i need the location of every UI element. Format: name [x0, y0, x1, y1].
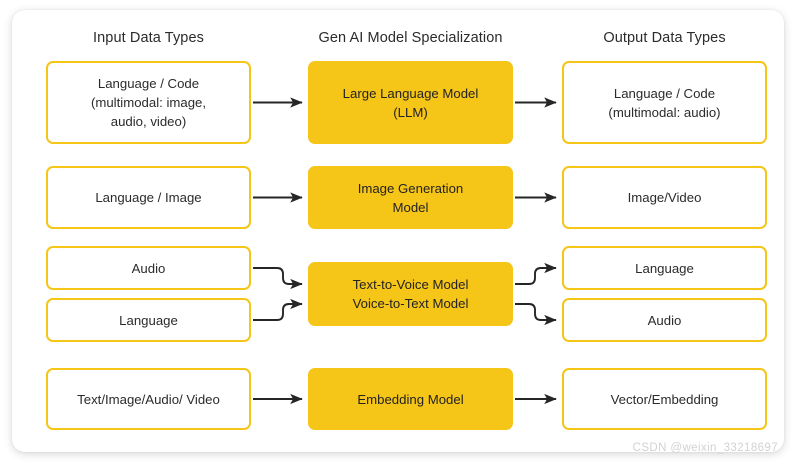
model-node-embedding: Embedding Model: [308, 368, 513, 430]
output-node-embedding: Vector/Embedding: [562, 368, 767, 430]
output-node-llm: Language / Code(multimodal: audio): [562, 61, 767, 144]
input-node-embedding: Text/Image/Audio/ Video: [46, 368, 251, 430]
output-node-image-generation: Image/Video: [562, 166, 767, 229]
input-node-voice-audio: Audio: [46, 246, 251, 290]
input-node-llm: Language / Code(multimodal: image,audio,…: [46, 61, 251, 144]
model-node-llm: Large Language Model(LLM): [308, 61, 513, 144]
column-header-input: Input Data Types: [93, 30, 204, 46]
column-header-model: Gen AI Model Specialization: [318, 30, 503, 46]
output-node-voice-language: Language: [562, 246, 767, 290]
input-node-voice-language: Language: [46, 298, 251, 342]
output-node-voice-audio: Audio: [562, 298, 767, 342]
watermark: CSDN @weixin_33218697: [632, 442, 778, 454]
input-node-image-generation: Language / Image: [46, 166, 251, 229]
column-header-output: Output Data Types: [603, 30, 726, 46]
